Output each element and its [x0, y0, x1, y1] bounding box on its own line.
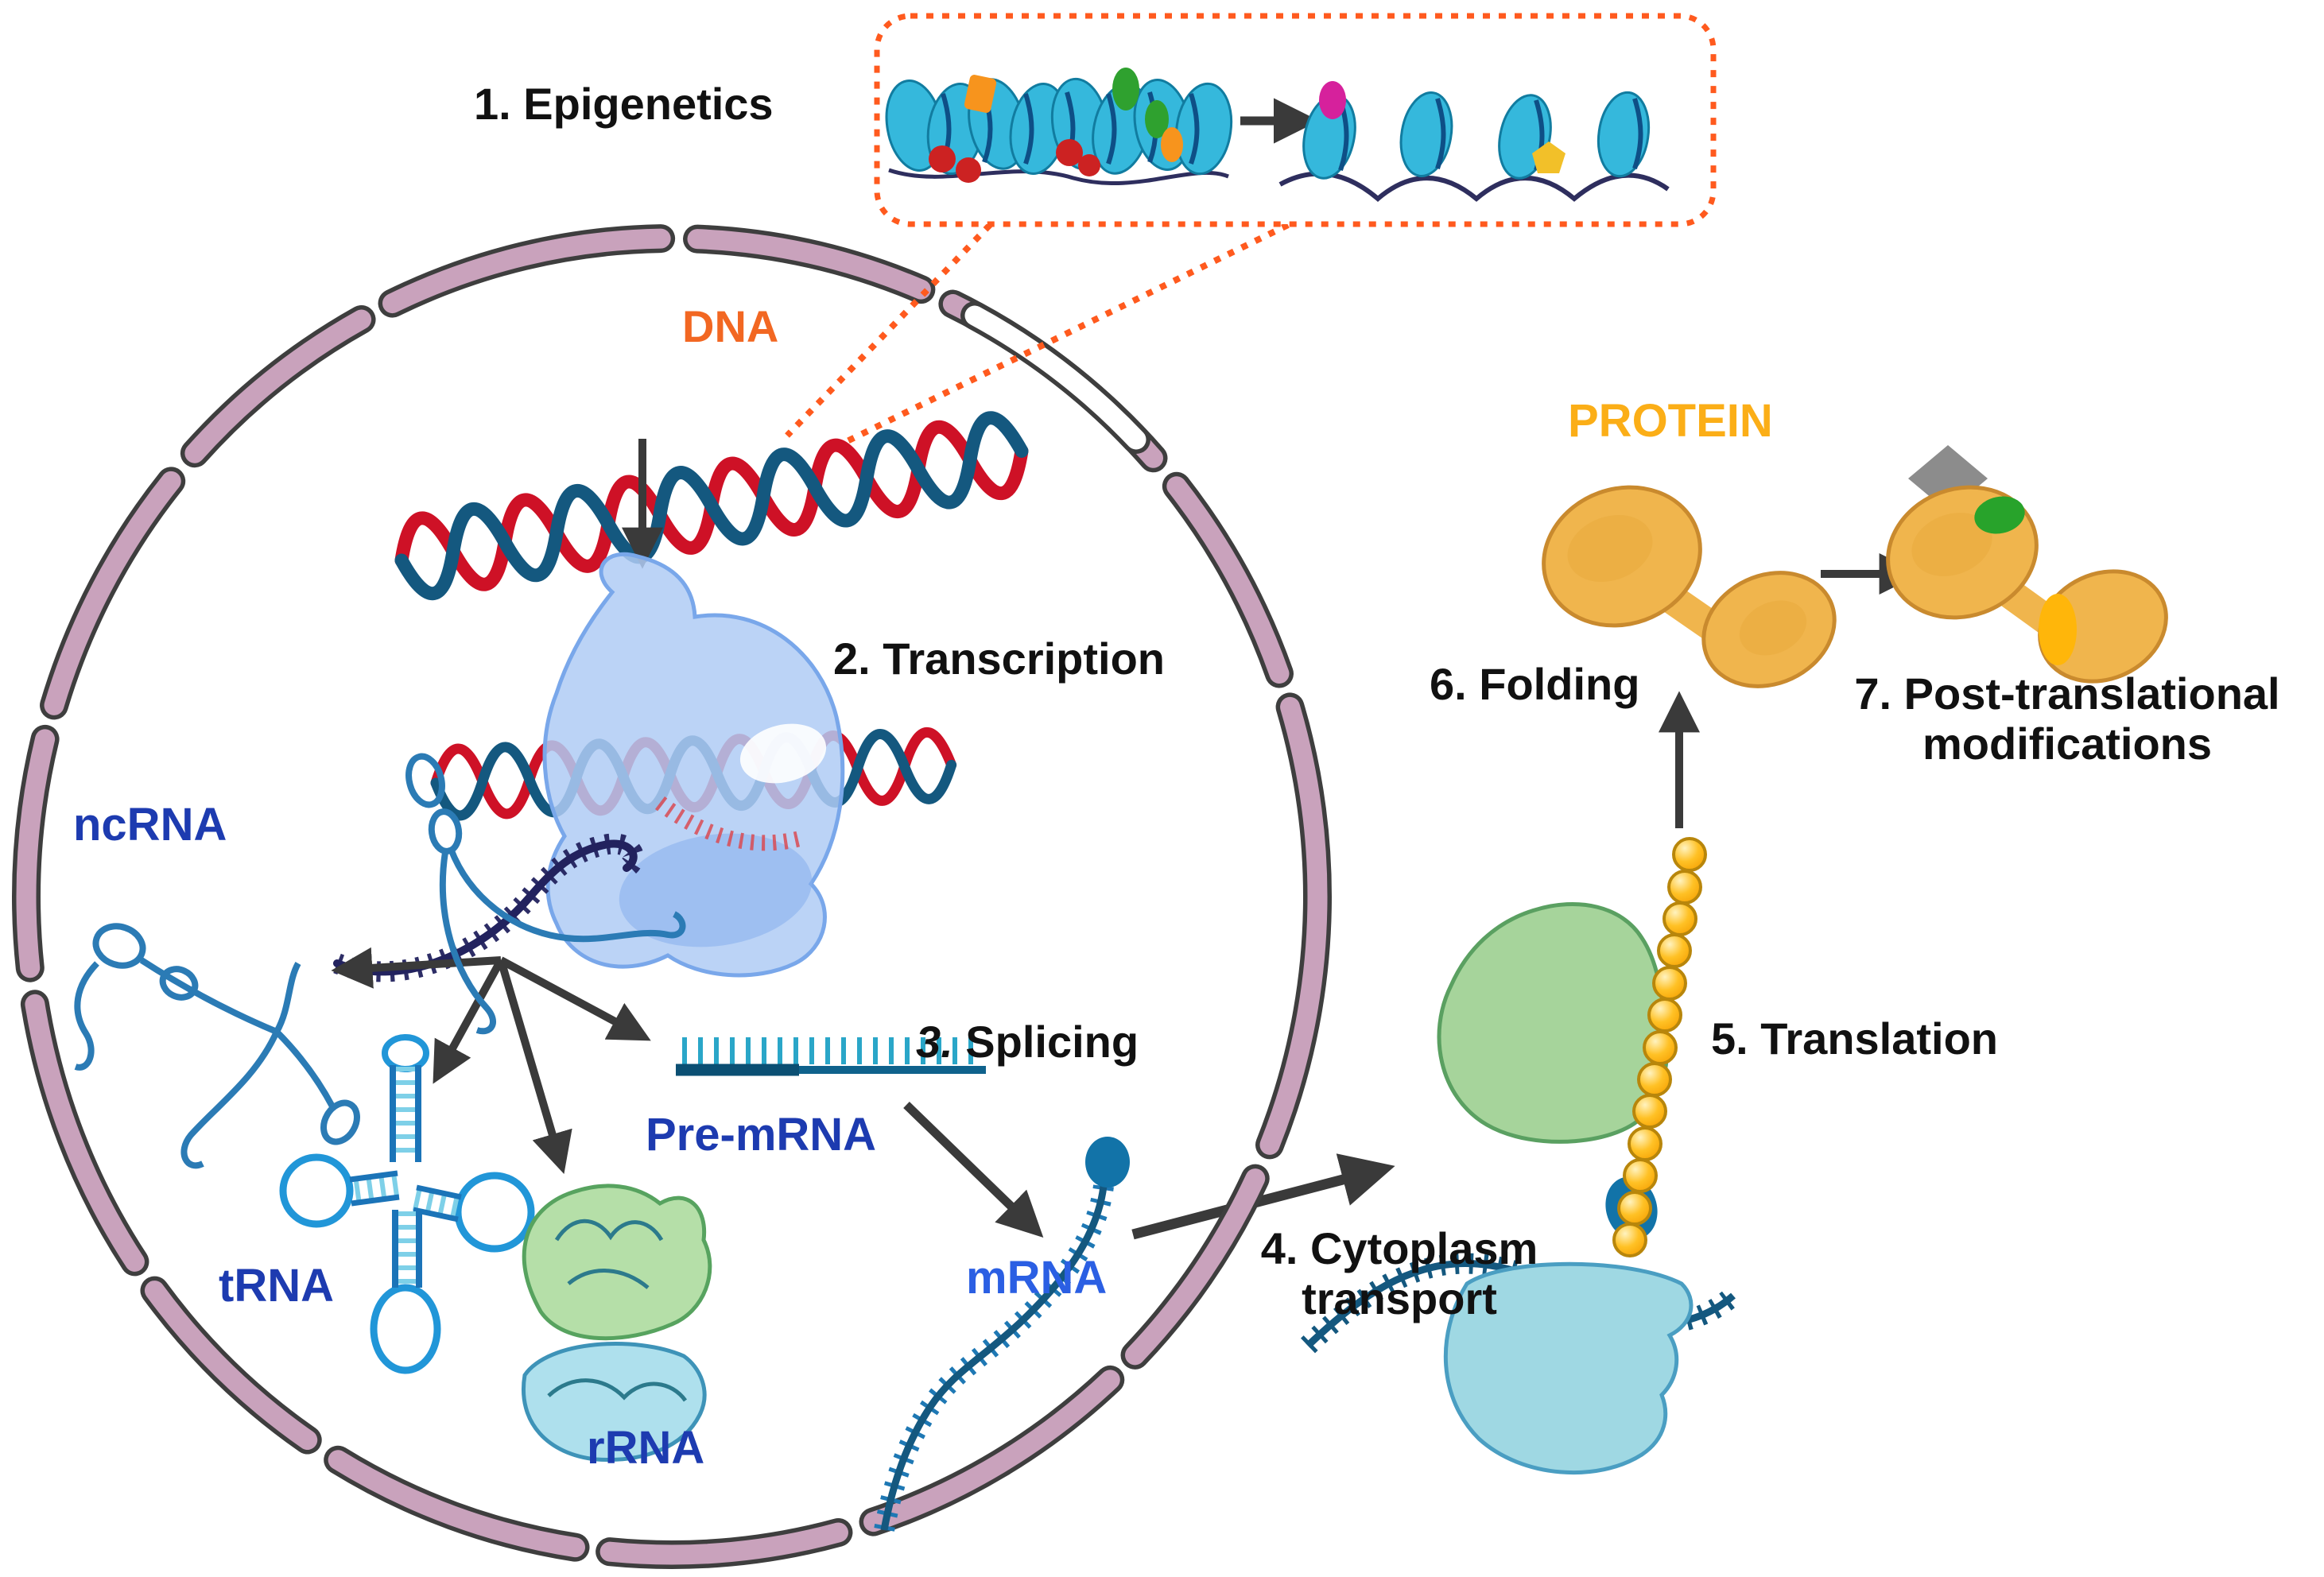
- modified-protein-icon: [1886, 445, 2168, 684]
- step-label-translation: 5. Translation: [1711, 1013, 1998, 1064]
- acetyl-yellow-oval-icon: [2039, 594, 2077, 665]
- step-label-folding: 6. Folding: [1430, 659, 1640, 709]
- condensed-chromatin-icon: [885, 68, 1233, 186]
- step-label-splicing: 3. Splicing: [916, 1017, 1139, 1067]
- splicing-word: Splicing: [952, 1017, 1139, 1067]
- polypeptide-chain-icon: [1612, 837, 1707, 1257]
- molecule-label-dna: DNA: [682, 301, 779, 351]
- molecule-label-rrna: rRNA: [587, 1422, 705, 1474]
- histone-marks-icon: [929, 68, 1183, 183]
- step-label-ptm: 7. Post-translational modifications: [1813, 668, 2322, 769]
- step-label-cytoplasm-transport: 4. Cytoplasm transport: [1201, 1223, 1598, 1323]
- rrna-subunits-icon: [522, 1184, 712, 1462]
- mrna-cap-icon: [1085, 1137, 1130, 1188]
- trna-cloverleaf-icon: [279, 1034, 535, 1374]
- splicing-number: 3.: [916, 1017, 953, 1067]
- molecule-label-mrna: mRNA: [966, 1252, 1108, 1304]
- molecule-label-protein: PROTEIN: [1568, 395, 1773, 447]
- ncrna-structures-icon: [74, 753, 686, 1169]
- methyl-magenta-mark-icon: [1319, 81, 1346, 119]
- open-chromatin-icon: [1278, 81, 1670, 202]
- molecule-label-trna: tRNA: [219, 1260, 334, 1312]
- rna-polymerase-icon: [542, 552, 845, 978]
- cytoplasm-line2: transport: [1302, 1273, 1497, 1323]
- nucleus-envelope-icon: [12, 224, 1332, 1569]
- glyco-green-oval-icon: [1974, 496, 2025, 534]
- mrna-capped-icon: [874, 1137, 1130, 1532]
- molecule-label-pre-mrna: Pre-mRNA: [646, 1109, 877, 1160]
- ptm-line2: modifications: [1922, 718, 2213, 769]
- ribosome-icon: [1300, 902, 1740, 1475]
- pre-mrna-comb-icon: [676, 1037, 986, 1076]
- splicing-arrow-icon: [903, 1102, 1044, 1238]
- cytoplasm-line1: 4. Cytoplasm: [1260, 1223, 1538, 1273]
- rna-distribution-arrows-icon: [331, 947, 651, 1174]
- step-label-epigenetics: 1. Epigenetics: [474, 79, 774, 129]
- ptm-line1: 7. Post-translational: [1854, 668, 2280, 719]
- dna-helix-icon: [394, 411, 1029, 601]
- step-label-transcription: 2. Transcription: [833, 634, 1165, 684]
- protein-dumbbell-icon: [1542, 485, 1837, 688]
- epigenetics-callout-tails-icon: [785, 222, 1290, 456]
- acetyl-yellow-mark-icon: [1532, 141, 1565, 173]
- molecule-label-ncrna: ncRNA: [73, 799, 227, 850]
